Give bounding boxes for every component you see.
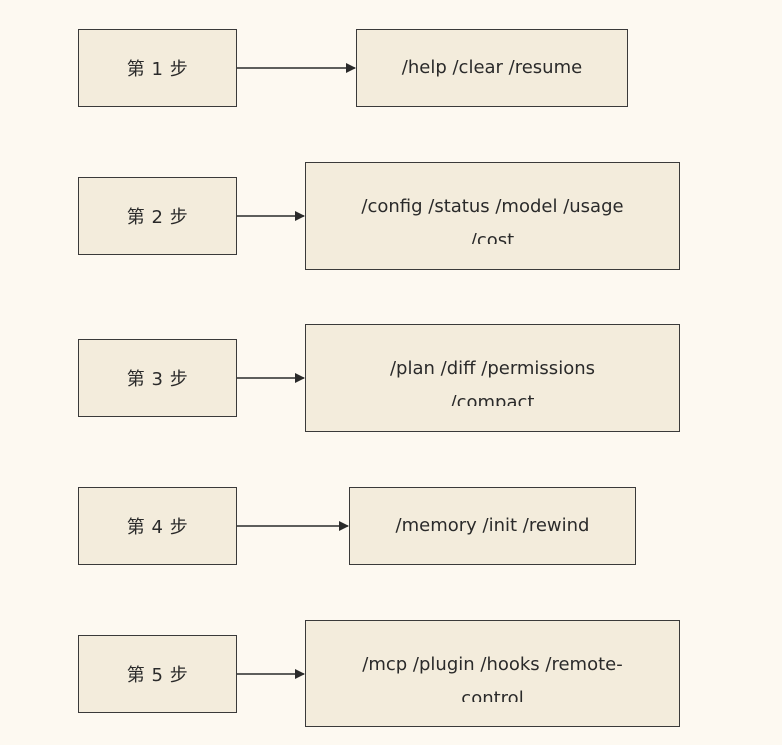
step-5-box: 第 5 步	[78, 635, 237, 713]
step-4-commands-box: /memory /init /rewind	[349, 487, 636, 565]
step-4-label: 第 4 步	[126, 517, 189, 538]
step-1-commands: /help /clear /resume	[401, 57, 583, 78]
step-5-commands-box: /mcp /plugin /hooks /remote-control	[305, 620, 680, 727]
step-2-commands-box: /config /status /model /usage /cost	[305, 162, 680, 270]
step-3-box: 第 3 步	[78, 339, 237, 417]
step-3-commands: /plan /diff /permissions /compact	[389, 358, 595, 406]
step-2-box: 第 2 步	[78, 177, 237, 255]
step-2-commands: /config /status /model /usage /cost	[361, 196, 624, 244]
step-5-commands: /mcp /plugin /hooks /remote-control	[362, 654, 623, 702]
step-4-box: 第 4 步	[78, 487, 237, 565]
step-3-commands-box: /plan /diff /permissions /compact	[305, 324, 680, 432]
step-4-commands: /memory /init /rewind	[395, 515, 590, 536]
step-1-commands-box: /help /clear /resume	[356, 29, 628, 107]
step-3-label: 第 3 步	[126, 369, 189, 390]
step-5-label: 第 5 步	[126, 665, 189, 686]
step-1-box: 第 1 步	[78, 29, 237, 107]
step-1-label: 第 1 步	[126, 59, 189, 80]
step-2-label: 第 2 步	[126, 207, 189, 228]
